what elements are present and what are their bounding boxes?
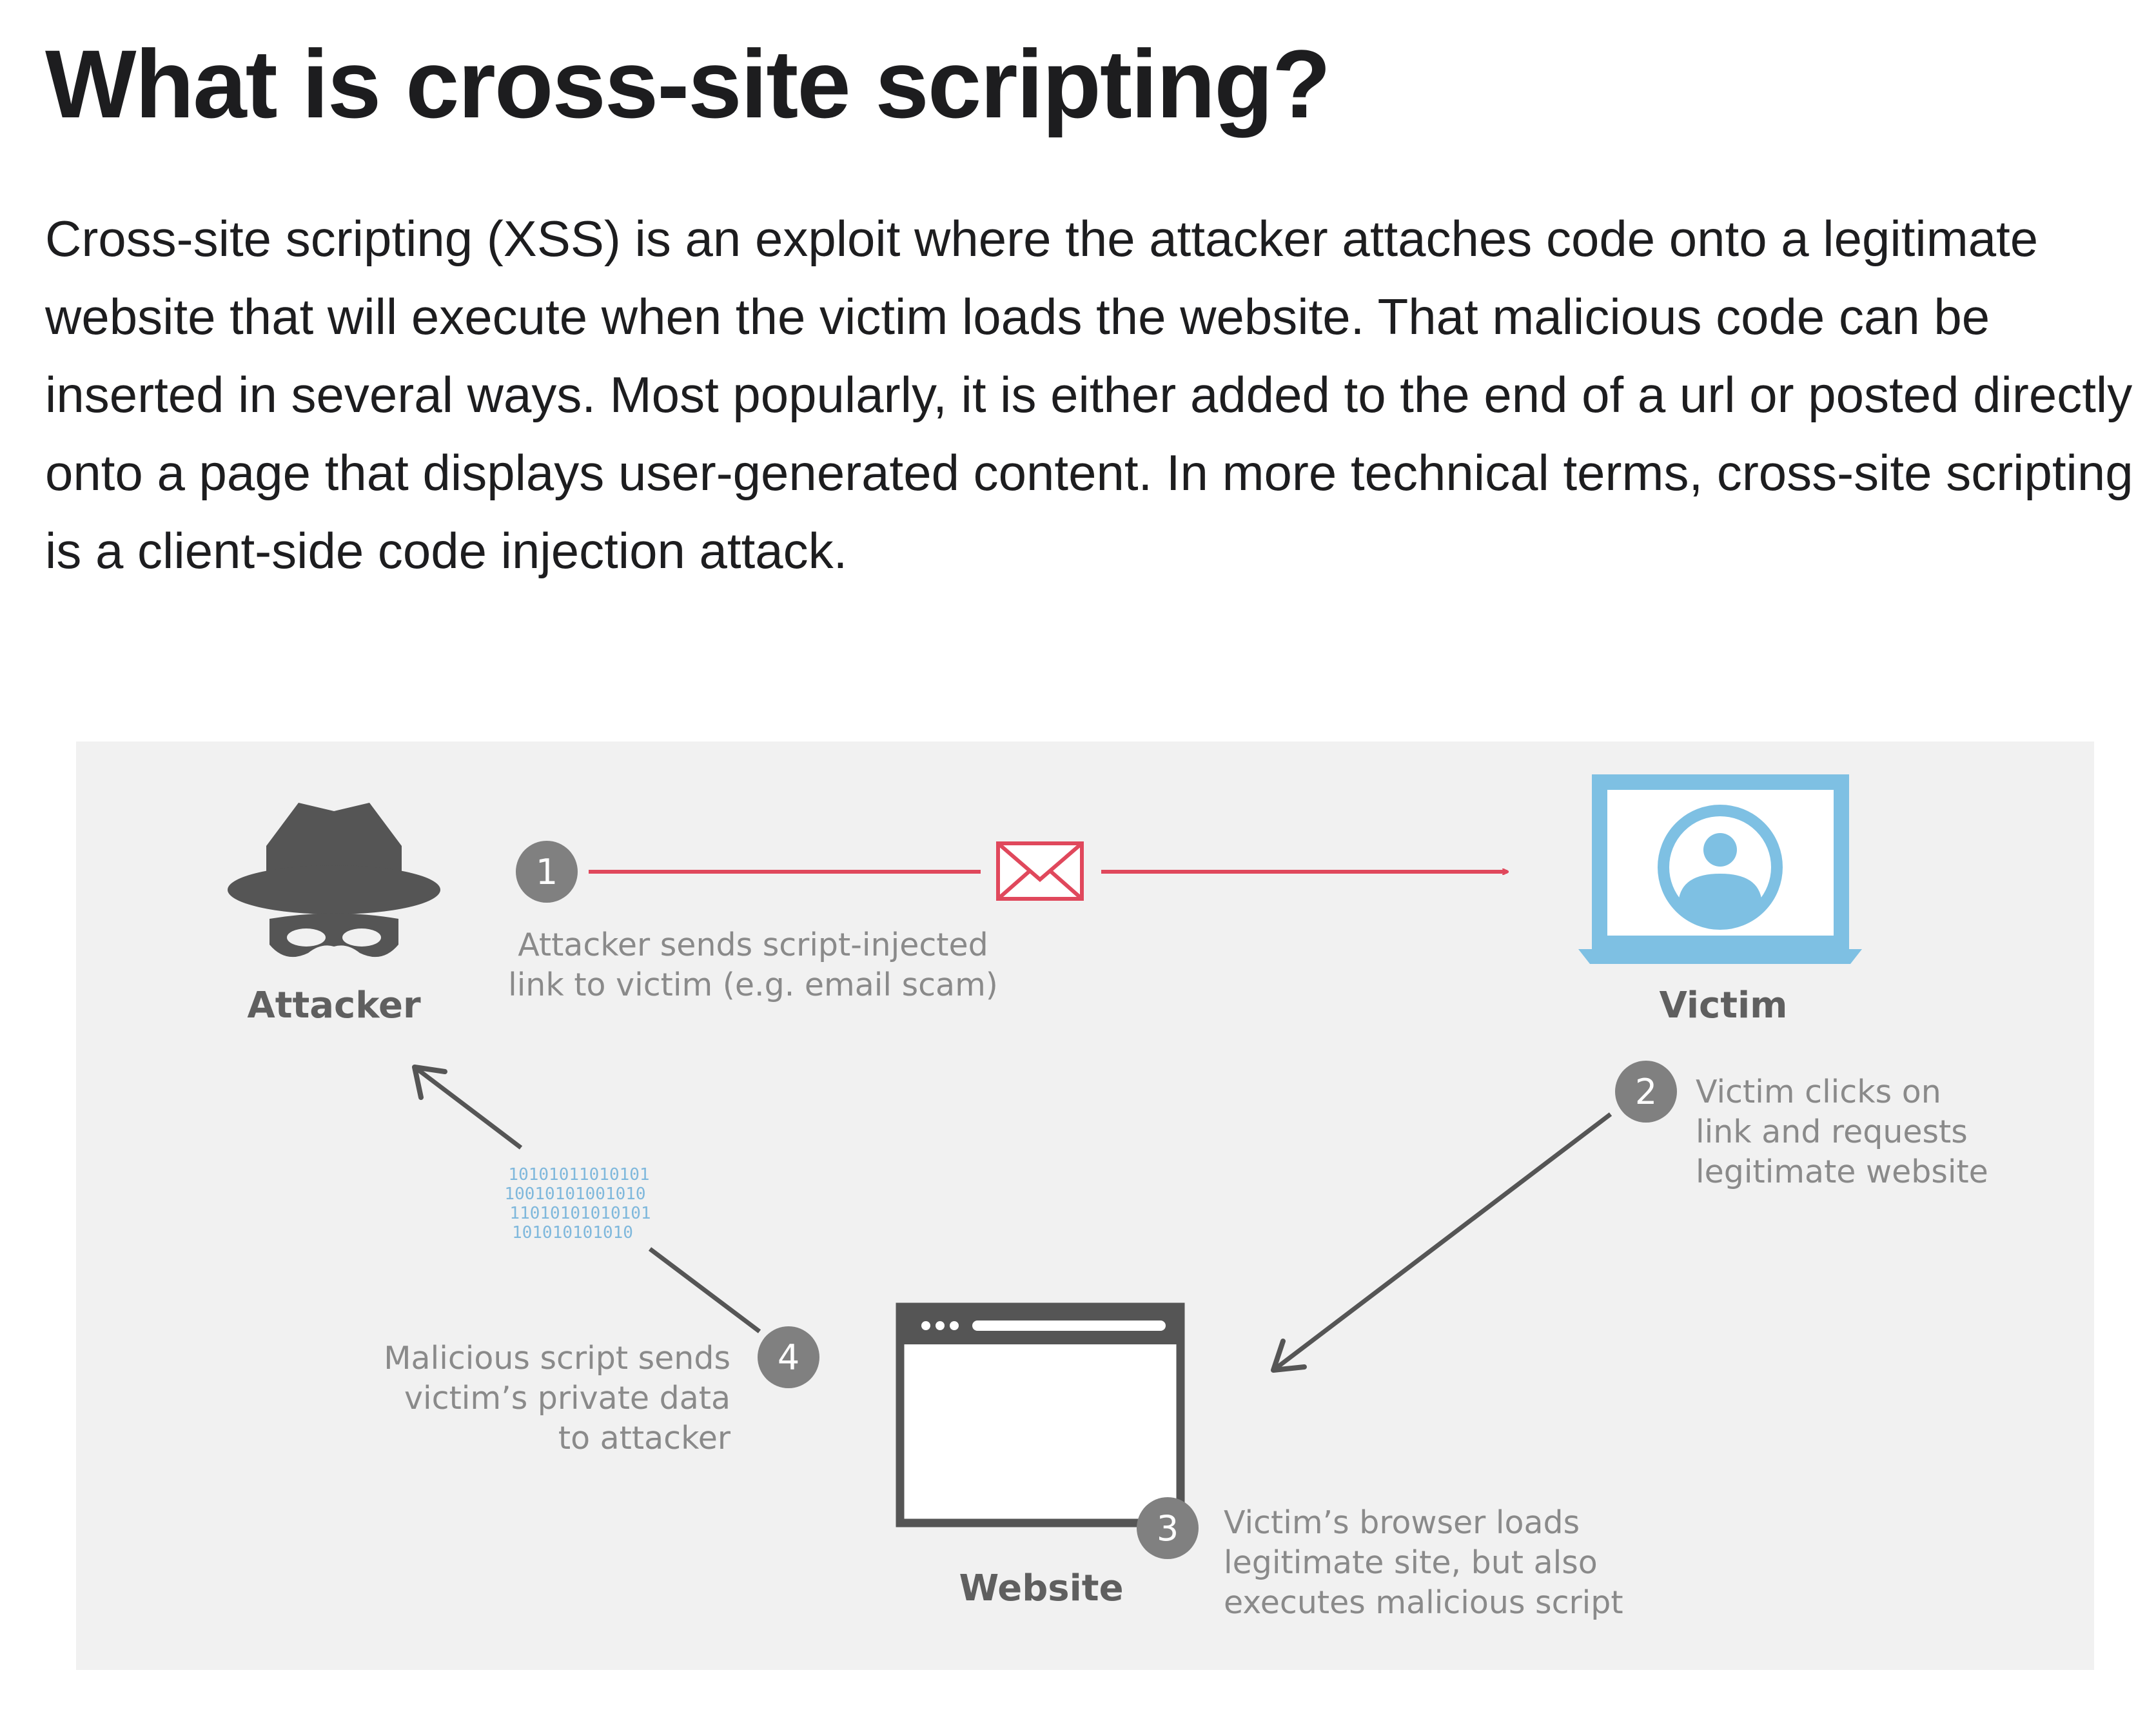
attacker-label: Attacker — [247, 985, 421, 1026]
page-title: What is cross-site scripting? — [45, 30, 1331, 138]
envelope-icon — [996, 841, 1084, 901]
step-1-badge: 1 — [516, 841, 578, 903]
step-1-caption-line-1: Attacker sends script-injected — [518, 927, 988, 963]
binary-data-icon: 10101011010101 10010101001010 1101010101… — [504, 1165, 651, 1242]
step-4-caption-line-2: victim’s private data — [404, 1380, 730, 1417]
step-2-caption-line-1: Victim clicks on — [1696, 1074, 1941, 1110]
svg-text:4: 4 — [778, 1337, 799, 1378]
binary-line-1: 10101011010101 — [508, 1165, 649, 1184]
request-arrow — [1271, 1112, 1612, 1372]
step-4-caption-line-3: to attacker — [558, 1420, 731, 1457]
svg-text:1: 1 — [536, 852, 558, 892]
binary-line-2: 10010101001010 — [504, 1184, 645, 1204]
step-1-caption-line-2: link to victim (e.g. email scam) — [508, 967, 998, 1003]
step-2-caption-line-2: link and requests — [1696, 1114, 1968, 1150]
xss-diagram: Attacker 1 Attacker sends script-injecte… — [76, 741, 2094, 1670]
request-arrow-head — [1271, 1339, 1307, 1373]
exfil-arrow — [413, 1065, 523, 1150]
xss-flow-svg: Attacker 1 Attacker sends script-injecte… — [228, 774, 1988, 1621]
binary-line-4: 101010101010 — [512, 1223, 633, 1242]
website-label: Website — [959, 1567, 1123, 1609]
intro-paragraph: Cross-site scripting (XSS) is an exploit… — [45, 210, 2133, 579]
victim-label: Victim — [1659, 985, 1787, 1026]
binary-line-3: 11010101010101 — [509, 1204, 651, 1223]
step-4-badge: 4 — [758, 1326, 819, 1388]
svg-text:2: 2 — [1635, 1072, 1657, 1112]
exfil-line-lower — [648, 1247, 761, 1333]
step-3-caption-line-3: executes malicious script — [1224, 1584, 1623, 1621]
step-2-badge: 2 — [1615, 1061, 1677, 1123]
hacker-icon — [228, 803, 440, 957]
browser-window-icon — [896, 1302, 1185, 1527]
laptop-user-icon — [1578, 774, 1862, 964]
step-2-caption-line-3: legitimate website — [1696, 1154, 1988, 1190]
svg-text:3: 3 — [1157, 1508, 1179, 1549]
step-3-badge: 3 — [1137, 1497, 1199, 1559]
exfil-arrow-head — [412, 1065, 447, 1100]
step-3-caption-line-1: Victim’s browser loads — [1224, 1504, 1580, 1541]
step-4-caption-line-1: Malicious script sends — [384, 1340, 730, 1377]
step-3-caption-line-2: legitimate site, but also — [1224, 1544, 1598, 1581]
